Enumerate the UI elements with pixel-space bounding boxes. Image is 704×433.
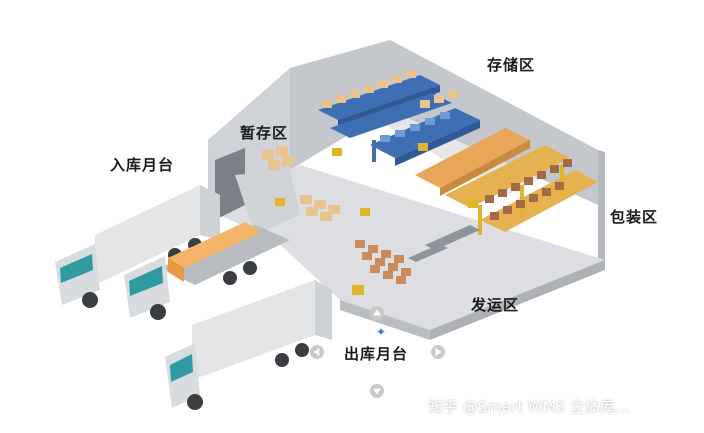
inbound-truck-back xyxy=(55,185,220,308)
rack-boxes-top xyxy=(322,70,458,108)
rack-blue-bins xyxy=(380,112,450,142)
arrow-down-icon[interactable] xyxy=(370,384,384,398)
rack-boxes-brown xyxy=(485,159,572,220)
inbound-dock-ramp xyxy=(235,170,300,235)
staging-area-boxes xyxy=(262,146,340,221)
outbound-truck xyxy=(165,280,332,410)
storage-racks-orange xyxy=(415,128,598,235)
arrow-up-icon[interactable] xyxy=(370,306,384,320)
inbound-truck-front xyxy=(124,222,290,320)
arrow-left-icon[interactable] xyxy=(310,345,324,359)
zone-label-packing: 包装区 xyxy=(610,208,659,226)
watermark-text: 知乎 @Smart WMS 立体库… xyxy=(428,398,630,416)
zone-label-staging: 暂存区 xyxy=(240,124,289,142)
floor-front-edge xyxy=(340,300,430,340)
right-wall xyxy=(598,150,605,260)
zone-label-storage: 存储区 xyxy=(487,56,536,74)
forklifts xyxy=(275,143,478,295)
floor-right-edge xyxy=(430,260,605,340)
zone-label-outbound-dock: 出库月台 xyxy=(344,345,409,363)
packing-conveyor xyxy=(408,225,480,262)
shipping-boxes xyxy=(355,240,411,284)
zone-label-inbound-dock: 入库月台 xyxy=(110,156,175,174)
arrow-right-icon[interactable] xyxy=(431,345,445,359)
warehouse-floor xyxy=(208,165,605,330)
crosshair-icon: ✦ xyxy=(376,325,387,339)
inbound-dock-door xyxy=(215,148,245,220)
zone-label-shipping: 发运区 xyxy=(471,296,520,314)
